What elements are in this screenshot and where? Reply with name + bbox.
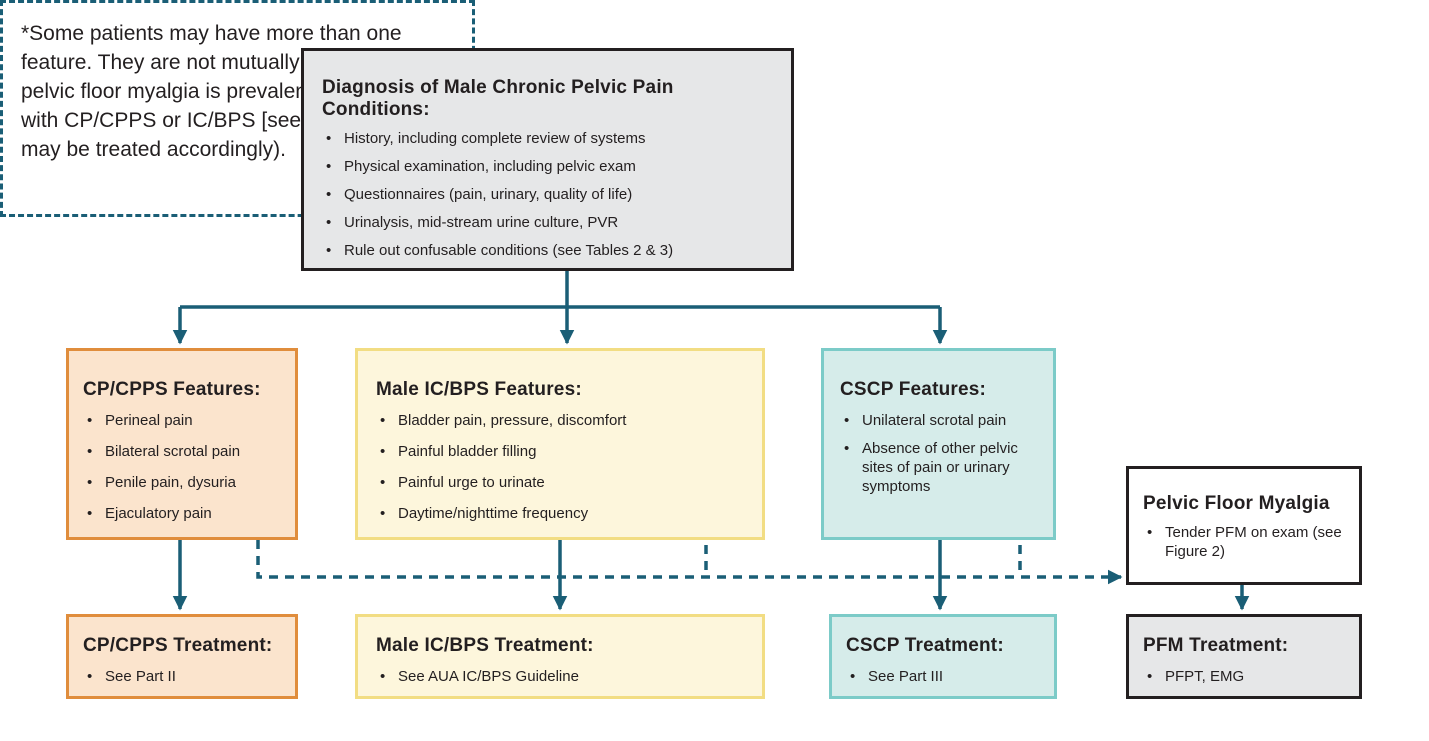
cscp-features-box: CSCP Features: Unilateral scrotal pain A… — [821, 348, 1056, 540]
cpcpps-features-box: CP/CPPS Features: Perineal pain Bilatera… — [66, 348, 298, 540]
dotted-line-cpcpps-to-pfm — [256, 540, 1123, 585]
list-item: Bilateral scrotal pain — [83, 442, 285, 461]
cscp-features-list: Unilateral scrotal pain Absence of other… — [840, 411, 1043, 496]
diagnosis-title: Diagnosis of Male Chronic Pelvic Pain Co… — [322, 77, 674, 120]
list-item: See Part III — [846, 667, 1044, 686]
diagnosis-box: Diagnosis of Male Chronic Pelvic Pain Co… — [301, 48, 794, 271]
list-item: Questionnaires (pain, urinary, quality o… — [322, 185, 775, 204]
icbps-features-title: Male IC/BPS Features: — [376, 379, 582, 400]
list-item: PFPT, EMG — [1143, 667, 1349, 686]
cscp-treatment-title: CSCP Treatment: — [846, 635, 1004, 656]
pfm-treatment-list: PFPT, EMG — [1143, 667, 1349, 686]
list-item: Rule out confusable conditions (see Tabl… — [322, 241, 775, 260]
cscp-treatment-list: See Part III — [846, 667, 1044, 686]
pfm-treatment-title: PFM Treatment: — [1143, 635, 1289, 656]
list-item: Unilateral scrotal pain — [840, 411, 1043, 430]
icbps-treatment-title: Male IC/BPS Treatment: — [376, 635, 594, 656]
list-item: Tender PFM on exam (see Figure 2) — [1143, 523, 1349, 561]
list-item: Painful urge to urinate — [376, 473, 752, 492]
list-item: Daytime/nighttime frequency — [376, 504, 752, 523]
pfm-features-title: Pelvic Floor Myalgia — [1143, 493, 1330, 514]
list-item: Bladder pain, pressure, discomfort — [376, 411, 752, 430]
list-item: See AUA IC/BPS Guideline — [376, 667, 752, 686]
cscp-features-title: CSCP Features: — [840, 379, 987, 400]
pelvic-floor-myalgia-box: Pelvic Floor Myalgia Tender PFM on exam … — [1126, 466, 1362, 585]
list-item: Penile pain, dysuria — [83, 473, 285, 492]
pfm-treatment-box: PFM Treatment: PFPT, EMG — [1126, 614, 1362, 699]
cpcpps-features-title: CP/CPPS Features: — [83, 379, 261, 400]
cpcpps-features-list: Perineal pain Bilateral scrotal pain Pen… — [83, 411, 285, 523]
list-item: Physical examination, including pelvic e… — [322, 157, 775, 176]
diagnosis-list: History, including complete review of sy… — [322, 129, 775, 260]
cpcpps-treatment-box: CP/CPPS Treatment: See Part II — [66, 614, 298, 699]
cscp-treatment-box: CSCP Treatment: See Part III — [829, 614, 1057, 699]
icbps-treatment-box: Male IC/BPS Treatment: See AUA IC/BPS Gu… — [355, 614, 765, 699]
list-item: Absence of other pelvic sites of pain or… — [840, 439, 1043, 496]
list-item: History, including complete review of sy… — [322, 129, 775, 148]
list-item: See Part II — [83, 667, 285, 686]
cpcpps-treatment-title: CP/CPPS Treatment: — [83, 635, 273, 656]
pfm-features-list: Tender PFM on exam (see Figure 2) — [1143, 523, 1349, 561]
icbps-features-list: Bladder pain, pressure, discomfort Painf… — [376, 411, 752, 523]
list-item: Urinalysis, mid-stream urine culture, PV… — [322, 213, 775, 232]
list-item: Painful bladder filling — [376, 442, 752, 461]
list-item: Perineal pain — [83, 411, 285, 430]
icbps-features-box: Male IC/BPS Features: Bladder pain, pres… — [355, 348, 765, 540]
icbps-treatment-list: See AUA IC/BPS Guideline — [376, 667, 752, 686]
list-item: Ejaculatory pain — [83, 504, 285, 523]
cpcpps-treatment-list: See Part II — [83, 667, 285, 686]
